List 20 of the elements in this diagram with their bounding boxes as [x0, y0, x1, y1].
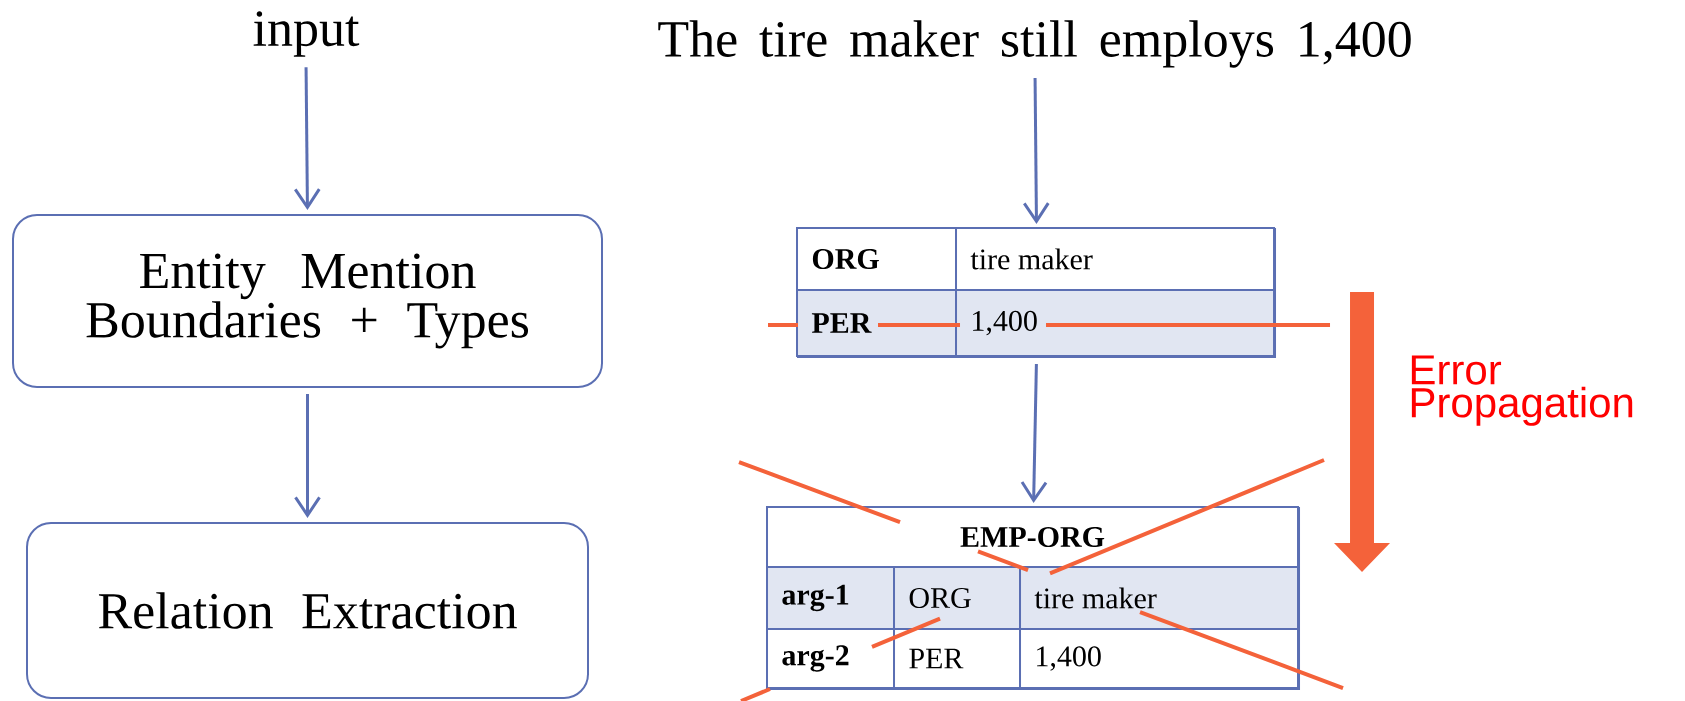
- process-box: Entity Mention Boundaries + Types: [12, 214, 603, 388]
- table-cell: arg-1: [766, 566, 895, 630]
- table-cell: tire maker: [955, 227, 1275, 291]
- input-text: input: [253, 11, 360, 57]
- table-cell: PER: [893, 628, 1021, 689]
- arrow: [1020, 363, 1048, 503]
- table-cell: ORG: [796, 227, 957, 291]
- table-cell: 1,400: [955, 289, 1275, 357]
- process-box: Relation Extraction: [26, 522, 589, 699]
- table-cell: PER: [796, 289, 957, 357]
- annotation-text: Error Propagation: [1411, 355, 1633, 426]
- table-cell: EMP-ORG: [766, 506, 1299, 568]
- table: [766, 506, 1300, 690]
- arrow: [1023, 78, 1050, 224]
- input-text: The tire maker still employs 1,400: [658, 20, 1411, 68]
- arrow: [294, 394, 321, 518]
- arrow: [294, 67, 321, 210]
- table-cell: ORG: [893, 566, 1021, 630]
- table-cell: arg-2: [766, 628, 895, 689]
- table: [796, 227, 1276, 358]
